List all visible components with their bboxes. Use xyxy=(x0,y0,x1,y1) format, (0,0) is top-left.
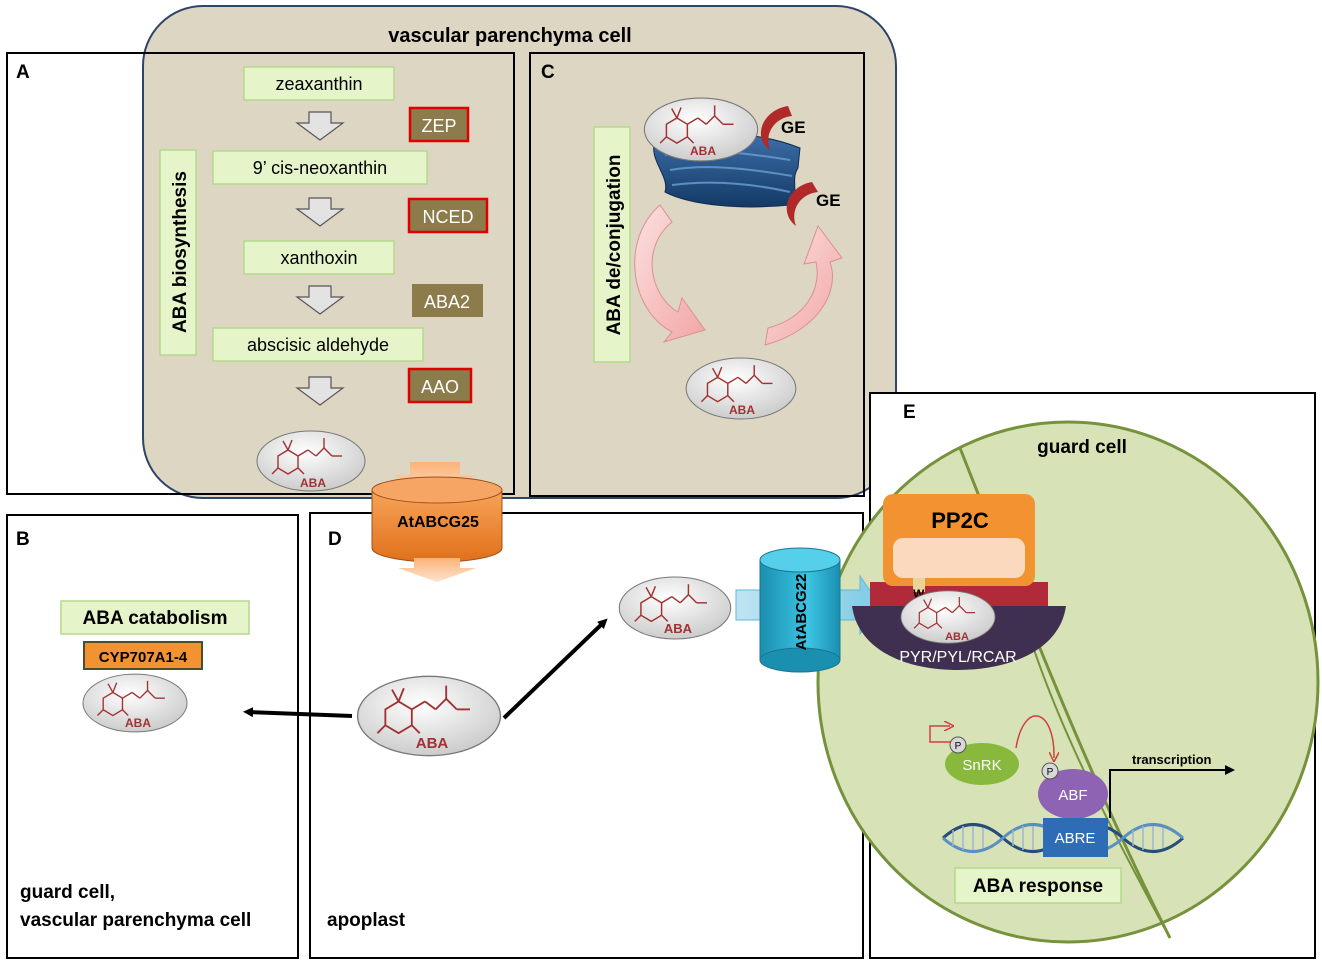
panel-b-letter: B xyxy=(16,529,30,550)
vascular-cell-title: vascular parenchyma cell xyxy=(388,25,631,47)
aba-label-e: ABA xyxy=(945,631,969,643)
abf-phospho xyxy=(1041,762,1059,780)
abf-phospho-label: P xyxy=(1047,767,1054,778)
step-neoxanthin: 9’ cis-neoxanthin xyxy=(253,158,387,178)
aba-label-b: ABA xyxy=(125,716,151,730)
ge-label-top: GE xyxy=(781,118,806,137)
step-xanthoxin-box xyxy=(243,240,395,275)
biosynthesis-label: ABA biosynthesis xyxy=(170,171,191,333)
panel-d-letter: D xyxy=(328,529,342,550)
abcg22-transporter xyxy=(759,547,841,673)
export-arrow-bottom xyxy=(398,558,476,582)
aba-response-box xyxy=(954,867,1122,904)
conjugation-arrow xyxy=(764,224,843,346)
abcg22-label: AtABCG22 xyxy=(793,574,810,651)
abf-protein xyxy=(1038,769,1108,819)
panel-b-caption-2: vascular parenchyma cell xyxy=(20,910,251,931)
snrk-phospho-label: P xyxy=(955,741,962,752)
enzyme-zep: ZEP xyxy=(421,116,456,136)
snrk-autophos-loop xyxy=(929,726,957,743)
transcription-arrow xyxy=(1109,765,1235,818)
apoplast-caption: apoplast xyxy=(327,910,406,931)
aba-label-d-right: ABA xyxy=(664,621,693,636)
panel-a-frame xyxy=(6,52,515,495)
panel-a-letter: A xyxy=(16,62,30,83)
pp2c-label: PP2C xyxy=(931,508,989,533)
step-aldehyde: abscisic aldehyde xyxy=(247,335,389,355)
conjugation-label: ABA de/conjugation xyxy=(604,155,625,336)
snrk-protein xyxy=(945,743,1019,785)
catabolism-label: ABA catabolism xyxy=(83,608,228,629)
snrk-phospho xyxy=(949,736,967,754)
ge-crescent-top xyxy=(760,106,792,150)
step-xanthoxin: xanthoxin xyxy=(280,248,357,268)
step-zeaxanthin-box xyxy=(243,66,395,101)
aba-response-label: ABA response xyxy=(973,876,1103,897)
w-residue-box xyxy=(913,578,925,592)
ge-crescent-bottom xyxy=(786,182,818,226)
step-aldehyde-box xyxy=(212,327,424,362)
panel-b-caption-1: guard cell, xyxy=(20,882,115,903)
panel-b-frame xyxy=(6,514,299,959)
enzyme-aba2-box xyxy=(412,284,483,317)
receptor-label: PYR/PYL/RCAR xyxy=(899,649,1016,666)
conjugation-label-box xyxy=(593,126,631,363)
aba-label-c-bottom: ABA xyxy=(729,403,755,417)
abcg25-transporter xyxy=(371,476,503,563)
guard-cell-title: guard cell xyxy=(1037,437,1127,458)
step-zeaxanthin: zeaxanthin xyxy=(275,74,362,94)
pp2c-inner xyxy=(893,538,1025,578)
cyp707-label: CYP707A1-4 xyxy=(99,649,188,666)
ge-label-bottom: GE xyxy=(816,191,841,210)
enzyme-aba2: ABA2 xyxy=(424,292,470,312)
abre-label: ABRE xyxy=(1055,830,1096,847)
aba-label-c-top: ABA xyxy=(690,144,716,158)
transcription-label: transcription xyxy=(1132,752,1212,767)
enzyme-aao: AAO xyxy=(421,377,459,397)
arrow-to-catabolism xyxy=(243,707,353,718)
snrk-label: SnRK xyxy=(962,757,1001,774)
snrk-to-abf-arrow xyxy=(1015,715,1054,758)
abcg25-label: AtABCG25 xyxy=(397,514,479,531)
enzyme-aao-box xyxy=(407,367,473,404)
enzyme-zep-box xyxy=(408,106,470,143)
biosynthesis-arrows xyxy=(295,111,345,406)
panel-c-letter: C xyxy=(541,62,555,83)
panel-c-frame xyxy=(529,52,865,497)
biosynthesis-label-box xyxy=(159,149,197,356)
abf-label: ABF xyxy=(1058,787,1087,804)
step-neoxanthin-box xyxy=(212,150,428,185)
enzyme-nced-box xyxy=(407,197,489,234)
deconjugation-arrow xyxy=(634,204,706,343)
aba-label-d-main: ABA xyxy=(416,735,449,752)
abre-box xyxy=(1043,818,1108,857)
panel-e-letter: E xyxy=(903,402,916,423)
arrow-to-import xyxy=(502,618,608,720)
aba-label-a: ABA xyxy=(300,476,326,490)
catabolism-label-box xyxy=(60,600,250,635)
cyp707-box xyxy=(83,641,203,670)
enzyme-nced: NCED xyxy=(422,207,473,227)
